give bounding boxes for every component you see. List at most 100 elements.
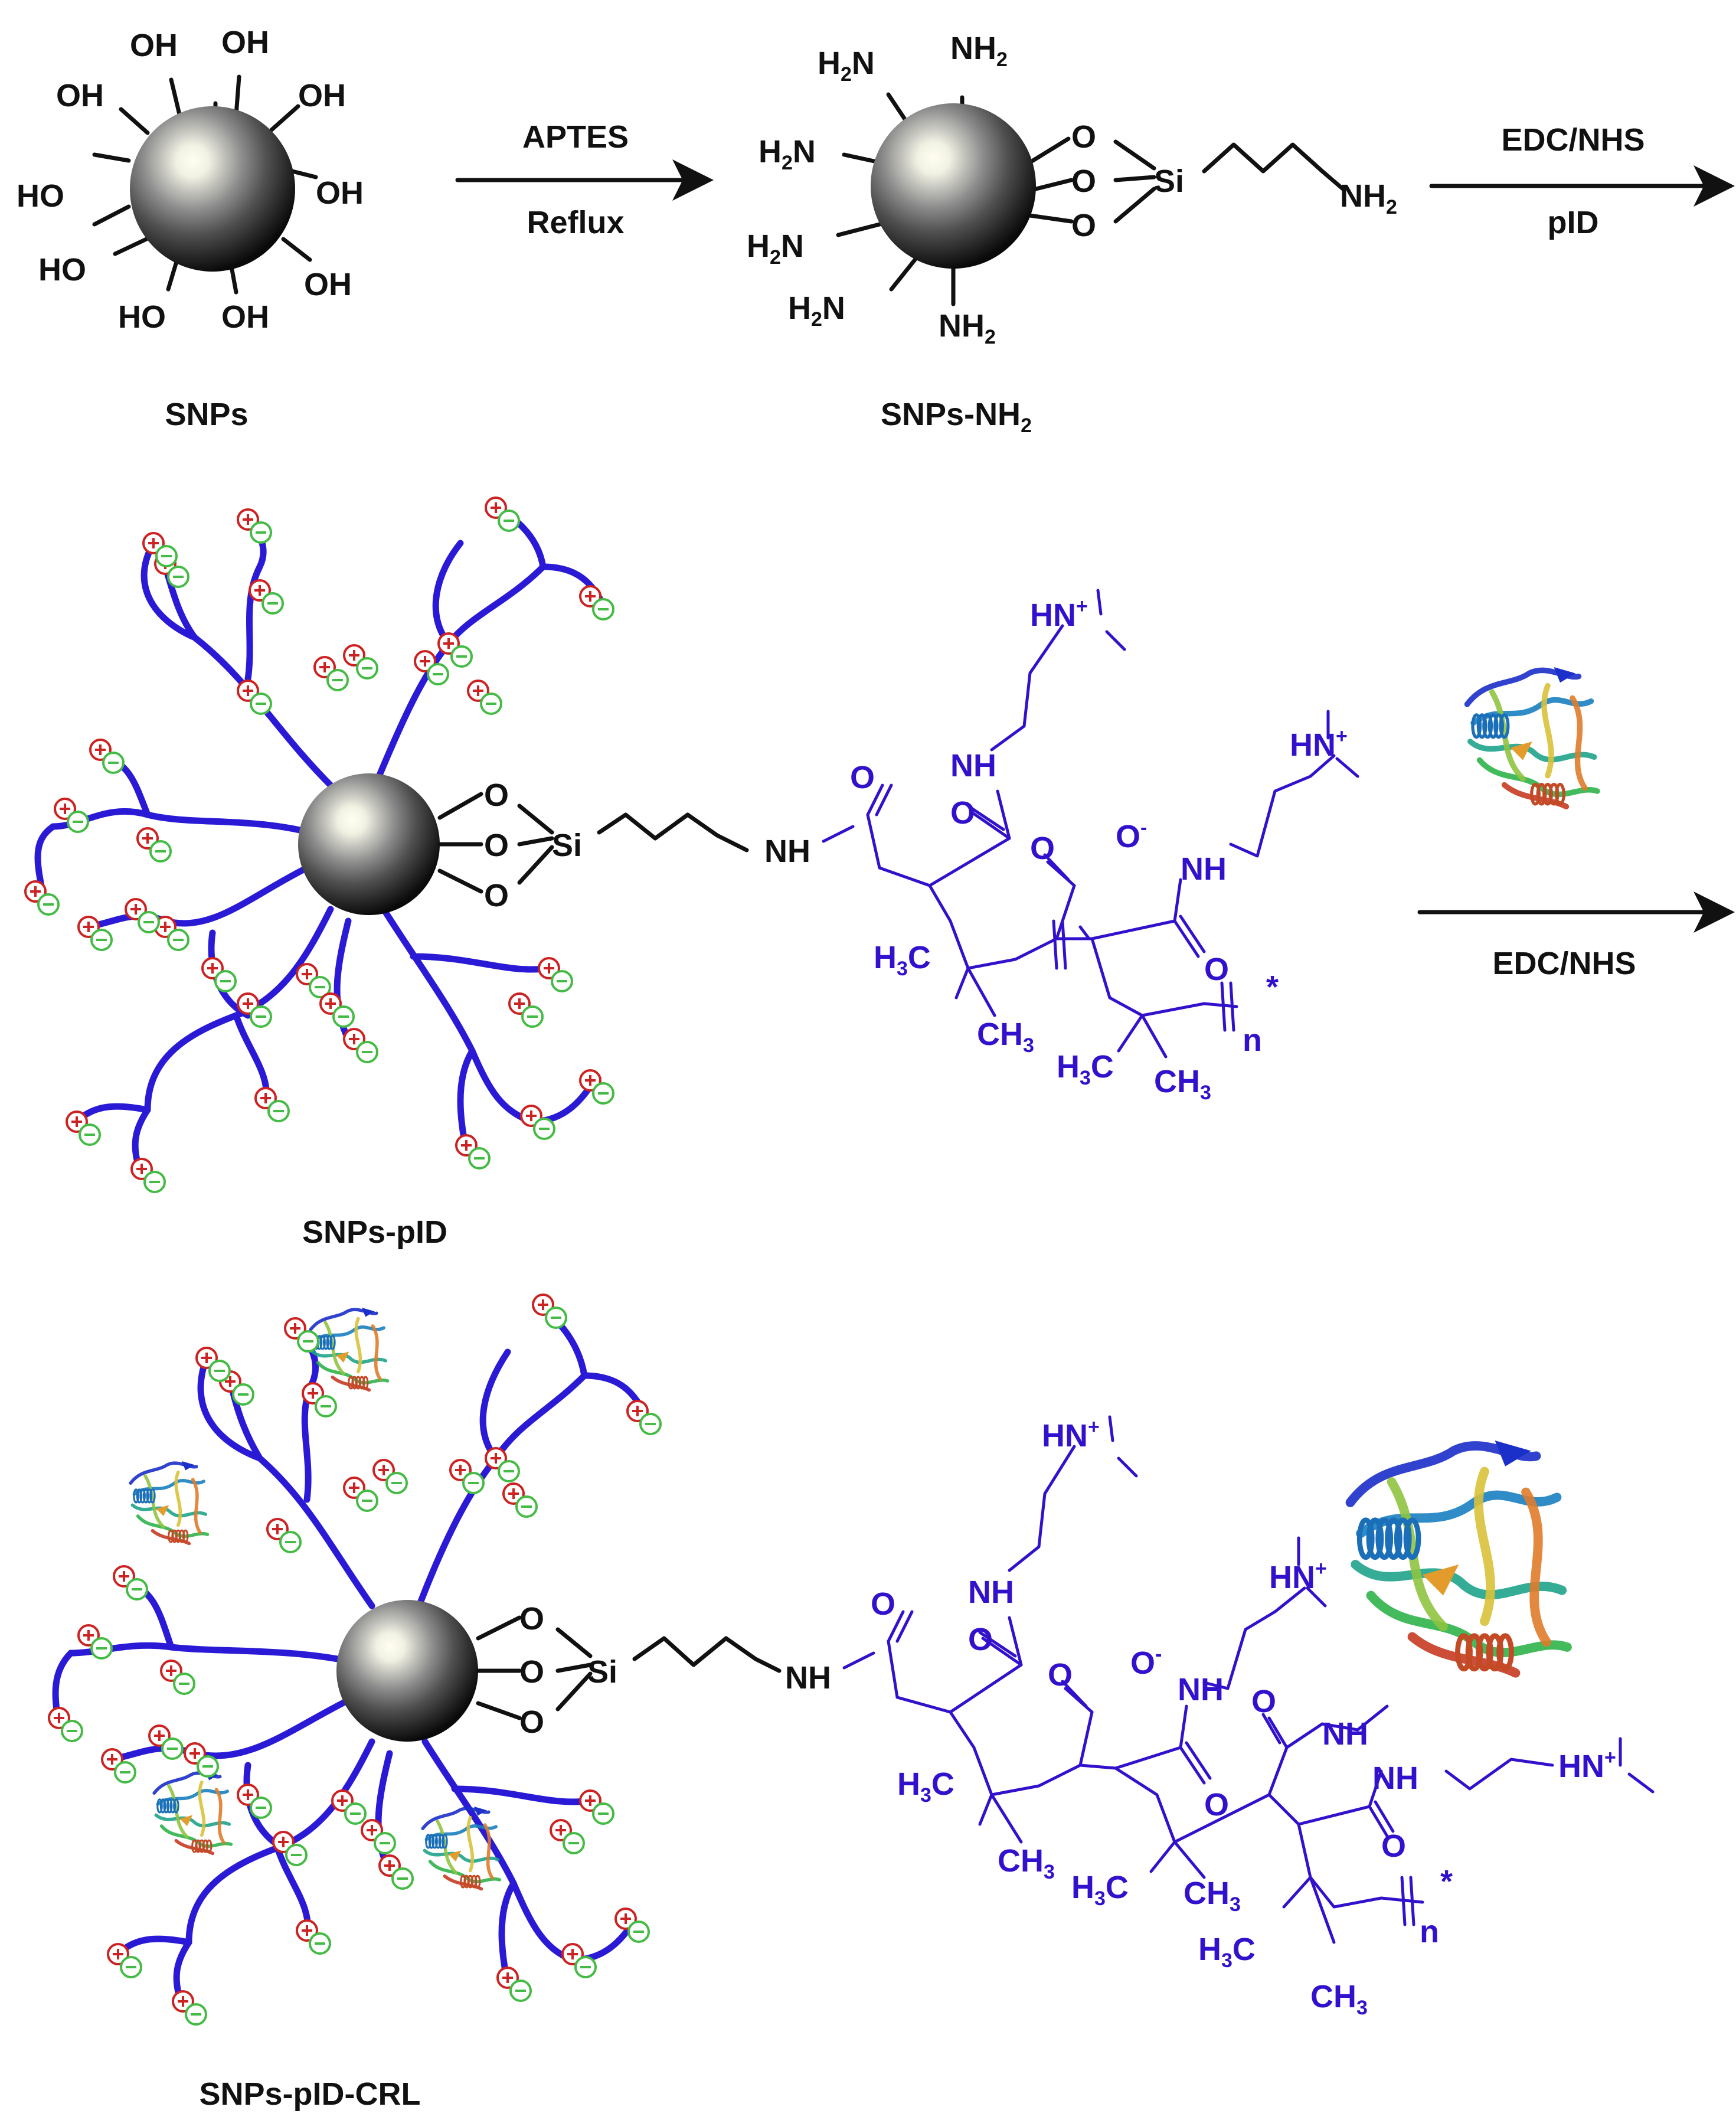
nh2-group: H2N	[788, 290, 845, 331]
snps-pid-particle	[34, 504, 612, 1178]
charge-markers	[48, 1294, 662, 2026]
plus-charge-icon	[237, 680, 259, 702]
plus-charge-icon	[77, 916, 100, 938]
plus-charge-icon	[302, 1382, 324, 1405]
pid-polymer-structure: O O NH HN+ O O- NH HN+ O H3C CH3 H3C CH3…	[822, 589, 1359, 1104]
arrow-aptes-reagent: APTES	[522, 119, 629, 155]
plus-charge-icon	[343, 1028, 365, 1050]
methyl-group: H3C	[874, 940, 931, 980]
minus-charge-icon	[450, 645, 473, 668]
plus-charge-icon	[66, 1111, 88, 1133]
plus-charge-icon	[361, 1819, 383, 1841]
plus-charge-icon	[237, 508, 259, 531]
minus-charge-icon	[574, 1956, 597, 1978]
ammonium-group: HN+	[1042, 1416, 1100, 1454]
amide-nh: NH	[1178, 1672, 1224, 1707]
arrow-aptes: APTES Reflux	[455, 119, 714, 240]
snps-label: SNPs	[165, 397, 248, 432]
plus-charge-icon	[266, 1518, 289, 1540]
plus-charge-icon	[343, 1477, 365, 1499]
plus-charge-icon	[296, 1919, 318, 1942]
minus-charge-icon	[155, 545, 178, 567]
plus-charge-icon	[77, 1624, 100, 1647]
plus-charge-icon	[520, 1105, 542, 1127]
plus-charge-icon	[502, 1482, 525, 1505]
plus-charge-icon	[101, 1748, 123, 1771]
plus-charge-icon	[626, 1400, 649, 1422]
minus-charge-icon	[551, 970, 573, 992]
snps-ho-label: HO	[38, 252, 86, 288]
ammonium-group: HN+	[1558, 1746, 1616, 1784]
minus-charge-icon	[126, 1578, 148, 1601]
minus-charge-icon	[61, 1720, 83, 1742]
minus-charge-icon	[533, 1118, 555, 1140]
minus-charge-icon	[592, 598, 614, 620]
plus-charge-icon	[130, 1158, 153, 1180]
minus-charge-icon	[250, 1005, 272, 1028]
chain-end-star: *	[1440, 1864, 1453, 1899]
minus-charge-icon	[167, 929, 189, 951]
siloxane-o: O	[1071, 208, 1096, 243]
pid-crl-polymer-structure: O O NH HN+ O O- NH HN+ O O NH NH O HN+ H…	[842, 1415, 1655, 2019]
minus-charge-icon	[143, 1171, 166, 1193]
arrow-aptes-condition: Reflux	[527, 205, 624, 240]
plus-charge-icon	[113, 1565, 135, 1588]
minus-charge-icon	[67, 811, 89, 833]
silica-sphere-icon	[871, 103, 1036, 269]
plus-charge-icon	[496, 1967, 519, 1989]
silica-sphere-icon	[336, 1600, 478, 1742]
plus-charge-icon	[485, 1447, 507, 1469]
plus-charge-icon	[437, 632, 460, 655]
minus-charge-icon	[79, 1123, 101, 1146]
siloxane-o: O	[484, 778, 509, 813]
snps-nh2-label: SNPs-NH2	[881, 397, 1032, 437]
minus-charge-icon	[261, 592, 284, 615]
plus-charge-icon	[136, 827, 159, 850]
silica-sphere-icon	[298, 773, 440, 915]
siloxane-o: O	[484, 878, 509, 913]
minus-charge-icon	[356, 1490, 378, 1512]
minus-charge-icon	[592, 1802, 614, 1825]
plus-charge-icon	[485, 497, 507, 519]
minus-charge-icon	[185, 2003, 207, 2026]
charge-markers	[24, 497, 614, 1193]
siloxane-o: O	[1071, 119, 1096, 155]
plus-charge-icon	[372, 1459, 395, 1481]
minus-charge-icon	[37, 893, 60, 916]
plus-charge-icon	[561, 1943, 584, 1965]
minus-charge-icon	[344, 1802, 367, 1825]
repeat-unit-n: n	[1420, 1914, 1439, 1949]
carbonyl-o: O	[1204, 952, 1229, 987]
minus-charge-icon	[114, 1761, 136, 1784]
plus-charge-icon	[296, 963, 318, 985]
nh2-group: NH2	[939, 308, 996, 348]
carbonyl-o: O	[1204, 1787, 1229, 1822]
nh2-group: H2N	[759, 134, 816, 174]
snps-pid-label: SNPs-pID	[302, 1214, 447, 1250]
siloxane-o: O	[519, 1654, 544, 1690]
plus-charge-icon	[201, 957, 224, 979]
lipase-protein-ribbon-icon	[421, 1807, 502, 1891]
plus-charge-icon	[254, 1087, 277, 1109]
minus-charge-icon	[509, 1980, 532, 2002]
methyl-group: CH3	[1184, 1876, 1241, 1916]
snps-oh-label: OH	[316, 175, 364, 211]
methyl-group: CH3	[977, 1017, 1034, 1057]
carboxylate-o: O-	[1130, 1643, 1162, 1681]
methyl-group: H3C	[897, 1766, 954, 1807]
pid-crl-linker: O O O Si NH	[476, 1601, 831, 1740]
arrow-edc-reagent: EDC/NHS	[1501, 122, 1645, 158]
carbonyl-o: O	[968, 1622, 993, 1657]
minus-charge-icon	[138, 911, 160, 933]
snps-oh-label: OH	[298, 78, 346, 113]
silicon-atom: Si	[552, 828, 582, 863]
minus-charge-icon	[480, 693, 502, 715]
minus-charge-icon	[297, 1330, 319, 1353]
methyl-group: CH3	[998, 1843, 1055, 1883]
plus-charge-icon	[449, 1459, 472, 1481]
minus-charge-icon	[120, 1956, 142, 1978]
amide-nh: NH	[1181, 851, 1227, 887]
carboxylate-o: O-	[1116, 816, 1147, 854]
minus-charge-icon	[102, 752, 125, 774]
plus-charge-icon	[331, 1789, 354, 1812]
